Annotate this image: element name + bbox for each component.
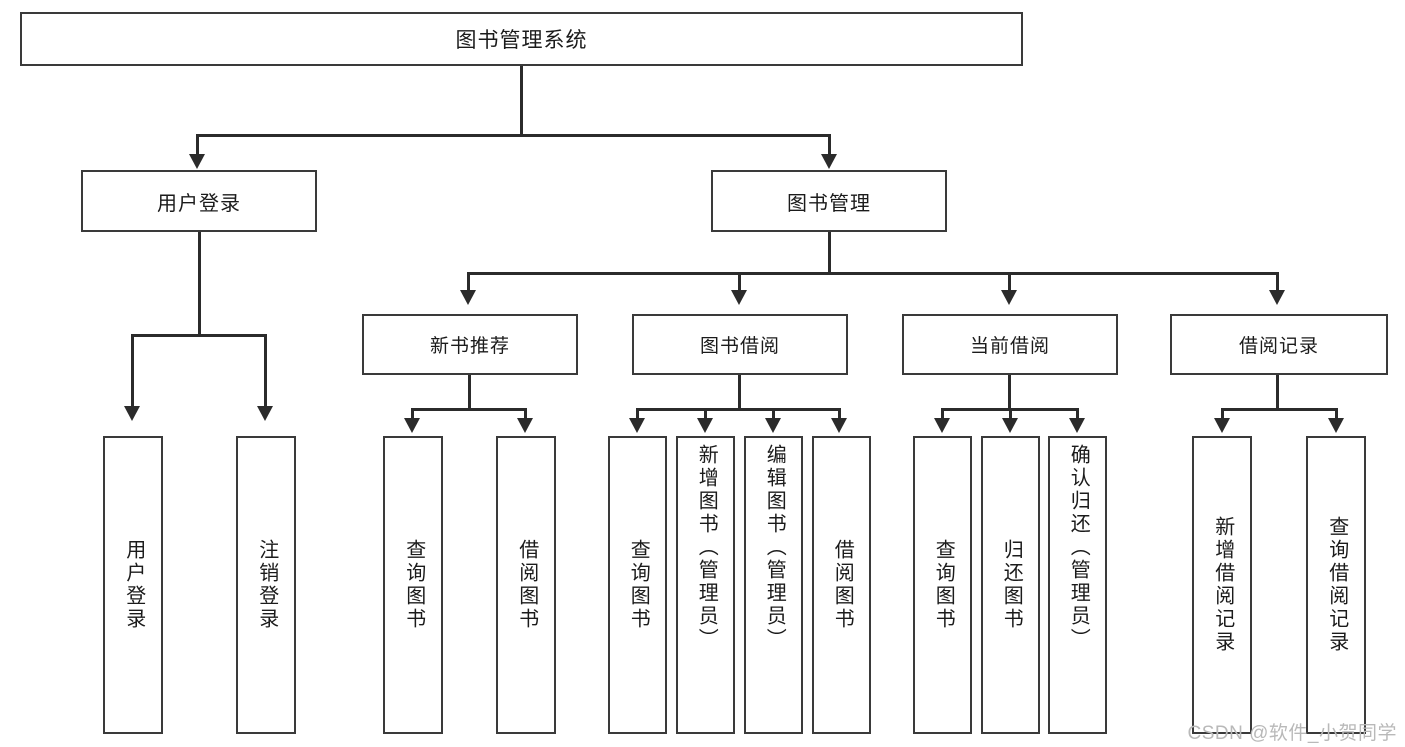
arrow-to-current-borrow	[1001, 290, 1017, 305]
arrow-br-leaf2	[1328, 418, 1344, 433]
connector-user-login-leaf2	[264, 334, 267, 408]
csdn-watermark: CSDN @软件_小贺同学	[1187, 723, 1397, 744]
arrow-cb-leaf1	[934, 418, 950, 433]
connector-user-login-stem	[198, 232, 201, 336]
node-current-borrow[interactable]: 当前借阅	[902, 314, 1118, 375]
arrow-user-login-leaf2	[257, 406, 273, 421]
connector-user-login-bus	[131, 334, 267, 337]
connector-bb-leaf1	[636, 408, 639, 420]
connector-nbr-stem	[468, 375, 471, 410]
connector-bb-stem	[738, 375, 741, 410]
leaf-new-book-borrow-book[interactable]: 借阅图书	[496, 436, 556, 734]
connector-nbr-leaf2	[524, 408, 527, 420]
connector-to-book-borrow	[738, 272, 741, 292]
connector-user-login-leaf1	[131, 334, 134, 408]
connector-br-leaf2	[1335, 408, 1338, 420]
arrow-bb-leaf1	[629, 418, 645, 433]
connector-to-borrow-record	[1276, 272, 1279, 292]
arrow-bb-leaf4	[831, 418, 847, 433]
arrow-bb-leaf2	[697, 418, 713, 433]
node-borrow-record[interactable]: 借阅记录	[1170, 314, 1388, 375]
connector-root-stem	[520, 66, 523, 136]
connector-br-stem	[1276, 375, 1279, 410]
leaf-current-borrow-return-book[interactable]: 归还图书	[981, 436, 1040, 734]
connector-book-management-stem	[828, 232, 831, 274]
connector-cb-leaf2	[1009, 408, 1012, 420]
connector-bb-leaf4	[838, 408, 841, 420]
connector-level3-bus	[467, 272, 1279, 275]
connector-root-to-book-management	[828, 134, 831, 156]
node-book-management[interactable]: 图书管理	[711, 170, 947, 232]
connector-to-new-book-recommend	[467, 272, 470, 292]
arrow-root-to-book-management	[821, 154, 837, 169]
connector-bb-leaf2	[704, 408, 707, 420]
connector-cb-leaf1	[941, 408, 944, 420]
leaf-current-borrow-confirm-return-admin[interactable]: 确认归还（管理员）	[1048, 436, 1107, 734]
connector-bb-leaf3	[772, 408, 775, 420]
connector-to-current-borrow	[1008, 272, 1011, 292]
leaf-new-book-query-book[interactable]: 查询图书	[383, 436, 443, 734]
arrow-bb-leaf3	[765, 418, 781, 433]
connector-bb-bus	[636, 408, 841, 411]
arrow-br-leaf1	[1214, 418, 1230, 433]
arrow-cb-leaf2	[1002, 418, 1018, 433]
node-root-book-management-system[interactable]: 图书管理系统	[20, 12, 1023, 66]
connector-root-to-user-login	[196, 134, 199, 156]
connector-br-bus	[1221, 408, 1338, 411]
connector-cb-leaf3	[1076, 408, 1079, 420]
leaf-book-borrow-borrow-book[interactable]: 借阅图书	[812, 436, 871, 734]
leaf-user-login-logout[interactable]: 注销登录	[236, 436, 296, 734]
node-user-login[interactable]: 用户登录	[81, 170, 317, 232]
arrow-user-login-leaf1	[124, 406, 140, 421]
arrow-to-book-borrow	[731, 290, 747, 305]
arrow-to-new-book-recommend	[460, 290, 476, 305]
connector-cb-stem	[1008, 375, 1011, 410]
leaf-book-borrow-add-book-admin[interactable]: 新增图书（管理员）	[676, 436, 735, 734]
connector-nbr-leaf1	[411, 408, 414, 420]
node-book-borrow[interactable]: 图书借阅	[632, 314, 848, 375]
connector-br-leaf1	[1221, 408, 1224, 420]
connector-root-bus	[196, 134, 830, 137]
leaf-borrow-record-add-record[interactable]: 新增借阅记录	[1192, 436, 1252, 734]
arrow-to-borrow-record	[1269, 290, 1285, 305]
node-new-book-recommend[interactable]: 新书推荐	[362, 314, 578, 375]
arrow-cb-leaf3	[1069, 418, 1085, 433]
leaf-user-login-login[interactable]: 用户登录	[103, 436, 163, 734]
leaf-book-borrow-query-book[interactable]: 查询图书	[608, 436, 667, 734]
arrow-root-to-user-login	[189, 154, 205, 169]
leaf-borrow-record-query-record[interactable]: 查询借阅记录	[1306, 436, 1366, 734]
leaf-current-borrow-query-book[interactable]: 查询图书	[913, 436, 972, 734]
leaf-book-borrow-edit-book-admin[interactable]: 编辑图书（管理员）	[744, 436, 803, 734]
arrow-nbr-leaf2	[517, 418, 533, 433]
connector-nbr-bus	[411, 408, 527, 411]
arrow-nbr-leaf1	[404, 418, 420, 433]
